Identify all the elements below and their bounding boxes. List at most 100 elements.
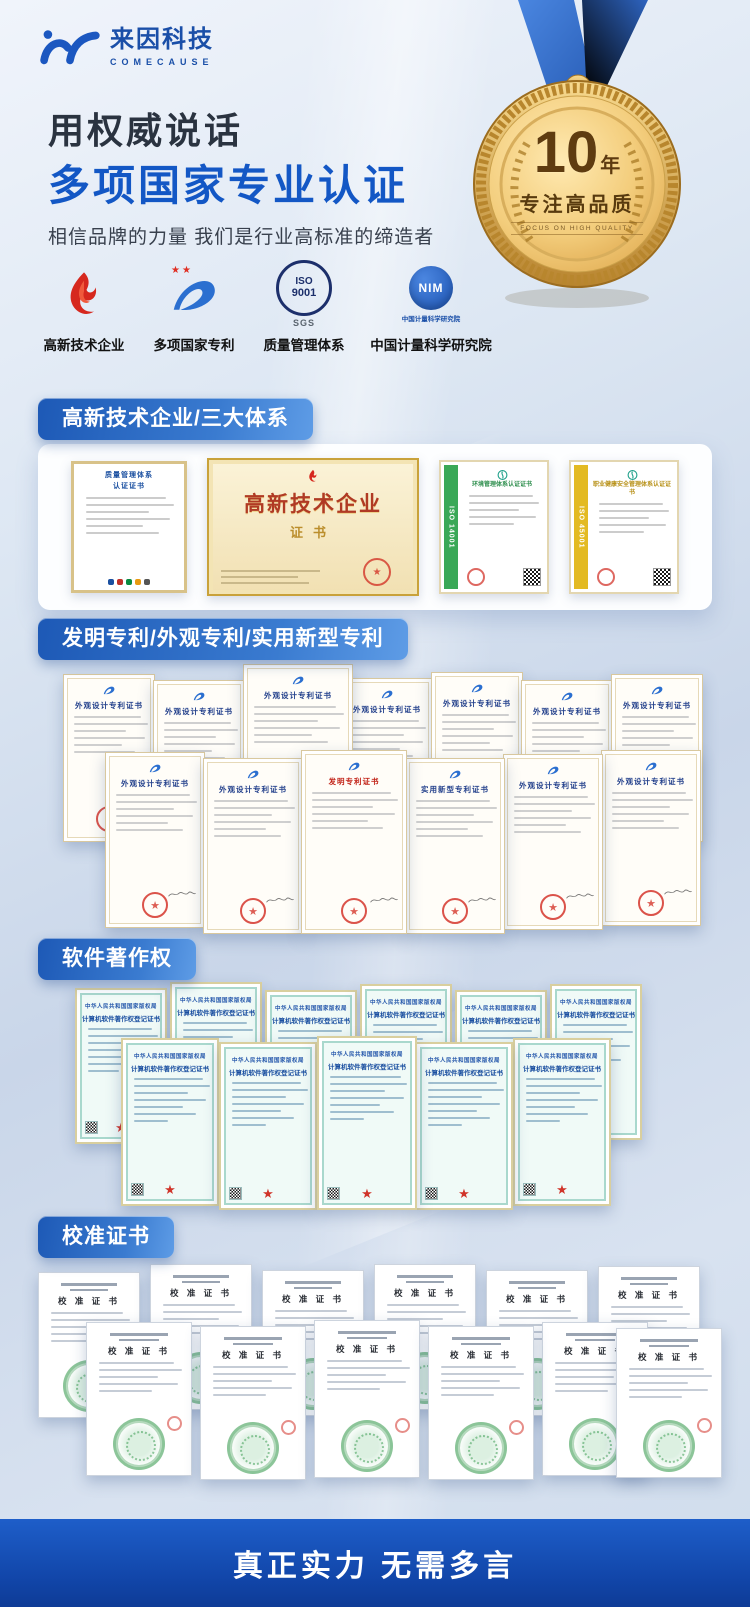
text-line [629, 1282, 669, 1285]
badge-label: 中国计量科学研究院 [370, 338, 492, 353]
text-line [373, 1024, 437, 1026]
text-line [164, 736, 217, 738]
text-line [629, 1368, 705, 1370]
software-cert-title: 计算机软件著作权登记证书 [367, 1012, 445, 1019]
text-line [232, 1096, 286, 1098]
patent-office-logo-icon [306, 759, 402, 773]
text-line [327, 1367, 410, 1369]
text-line [213, 1387, 293, 1389]
nim-green-seal-icon [227, 1422, 279, 1474]
hero-title: 用权威说话 [48, 110, 244, 151]
text-line [214, 821, 292, 823]
red-star-seal-icon: ★ [458, 1186, 470, 1201]
text-line [416, 828, 469, 830]
calibration-cert-title: 校 准 证 书 [221, 1350, 285, 1360]
text-line [99, 1369, 182, 1371]
text-line [214, 828, 267, 830]
text-line [88, 1063, 146, 1065]
text-line [532, 750, 580, 752]
patent-office-logo-icon [248, 673, 348, 687]
nim-green-seal-icon [569, 1418, 621, 1470]
cert-header-lines [269, 1281, 357, 1289]
text-line [99, 1376, 158, 1378]
patent-cert-title: 发明专利证书 [328, 777, 380, 786]
text-line [532, 722, 600, 724]
footer-banner: 真正实力 无需多言 [0, 1519, 750, 1607]
text-line [213, 1373, 296, 1375]
calibration-cert-title: 校 准 证 书 [449, 1350, 513, 1360]
text-line [622, 737, 693, 739]
text-line [232, 1342, 274, 1345]
text-line [337, 1331, 397, 1334]
text-line [563, 1031, 634, 1033]
text-line [88, 1035, 159, 1037]
text-line [254, 706, 336, 708]
patent-office-logo-icon [346, 687, 428, 701]
iso-number: 9001 [291, 286, 317, 299]
badge-label: 多项国家专利 [153, 338, 235, 353]
text-line [451, 1337, 511, 1340]
badge-hitech: 高新技术企业 [40, 260, 128, 354]
cert-text-lines [549, 1362, 641, 1392]
copyright-office-name: 中华人民共和国国家版权局 [84, 1004, 157, 1010]
calibration-cert-title: 校 准 证 书 [505, 1294, 569, 1304]
text-line [312, 820, 368, 822]
text-line [183, 1036, 233, 1038]
text-line [327, 1360, 403, 1362]
text-line [134, 1120, 168, 1122]
cert-header-lines [381, 1275, 469, 1283]
qr-code [327, 1187, 340, 1200]
qr-code [523, 1183, 536, 1196]
text-line [213, 1394, 267, 1396]
text-line [373, 1031, 444, 1033]
text-line [293, 1286, 333, 1289]
calibration-cert-title: 校 准 证 书 [637, 1352, 701, 1362]
text-line [514, 796, 588, 798]
text-line [428, 1096, 482, 1098]
text-line [118, 1338, 160, 1341]
sgs-text: SGS [292, 318, 315, 328]
patent-office-logo-icon [526, 689, 608, 703]
brand-tagline: COMECAUSE [110, 56, 214, 67]
text-line [284, 1281, 342, 1284]
text-line [109, 1333, 169, 1336]
iso-band-label: ISO 45001 [574, 465, 588, 589]
qr-code [229, 1187, 242, 1200]
text-line [428, 1082, 497, 1084]
patent-cert-title: 外观设计专利证书 [219, 785, 287, 794]
text-line [254, 720, 318, 722]
patent-office-logo-icon [616, 683, 698, 697]
cert-header-lines [321, 1331, 413, 1339]
text-line [51, 1319, 131, 1321]
cert-text-lines [508, 796, 598, 833]
text-line [330, 1111, 394, 1113]
text-line [442, 721, 516, 723]
text-line [232, 1110, 281, 1112]
cert-header-lines [207, 1337, 299, 1345]
patent-certificate: 发明专利证书★ [301, 750, 407, 934]
text-line [163, 1311, 243, 1313]
copyright-office-name: 中华人民共和国国家版权局 [369, 1000, 442, 1006]
text-line [116, 815, 194, 817]
text-line [442, 714, 510, 716]
software-cert-title: 计算机软件著作权登记证书 [425, 1070, 503, 1077]
text-line [213, 1380, 272, 1382]
torch-icon [209, 468, 417, 484]
calibration-cert-title: 校 准 证 书 [281, 1294, 345, 1304]
medal-unit: 年 [600, 155, 621, 177]
patent-office-logo-icon [508, 763, 598, 777]
calibration-cert-title: 校 准 证 书 [563, 1346, 627, 1356]
hero-subtitle: 相信品牌的力量 我们是行业高标准的缔造者 [48, 227, 435, 248]
software-cert-title: 计算机软件著作权登记证书 [523, 1066, 601, 1073]
section-title-patents: 发明专利/外观专利/实用新型专利 [38, 618, 408, 660]
patent-office-logo-icon [110, 761, 200, 775]
text-line [416, 807, 497, 809]
software-copyright-certificate: 中华人民共和国国家版权局计算机软件著作权登记证书★ [219, 1042, 317, 1210]
text-line [629, 1396, 683, 1398]
text-line [74, 751, 135, 753]
red-seal-icon [467, 568, 485, 586]
text-line [555, 1362, 631, 1364]
calibration-certificate: 校 准 证 书 [200, 1326, 306, 1480]
text-line [254, 727, 340, 729]
